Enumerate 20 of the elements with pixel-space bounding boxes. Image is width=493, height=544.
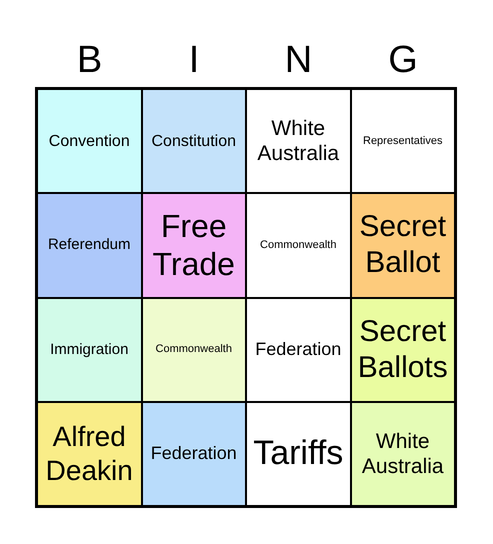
bingo-cell: Alfred Deakin — [37, 402, 142, 506]
bingo-cell: Commonwealth — [142, 298, 246, 402]
bingo-cell: Commonwealth — [246, 193, 350, 298]
bingo-cell: Free Trade — [142, 193, 246, 298]
column-letter: N — [284, 38, 314, 82]
column-letter: G — [387, 38, 419, 82]
bingo-cell: Secret Ballot — [350, 193, 455, 298]
bingo-cell: White Australia — [350, 402, 455, 506]
bingo-cell: Federation — [246, 298, 350, 402]
column-letter: B — [76, 38, 104, 82]
bingo-cell: Representatives — [350, 89, 455, 194]
bingo-cell: Convention — [37, 89, 142, 194]
bingo-cell: Federation — [142, 402, 246, 506]
bingo-cell: Referendum — [37, 193, 142, 298]
bingo-cell: Tariffs — [246, 402, 350, 506]
bingo-cell: Secret Ballots — [350, 298, 455, 402]
bingo-cell: White Australia — [246, 89, 350, 194]
bingo-cell: Constitution — [142, 89, 246, 194]
bingo-cell: Immigration — [37, 298, 142, 402]
column-letter: I — [188, 38, 200, 82]
